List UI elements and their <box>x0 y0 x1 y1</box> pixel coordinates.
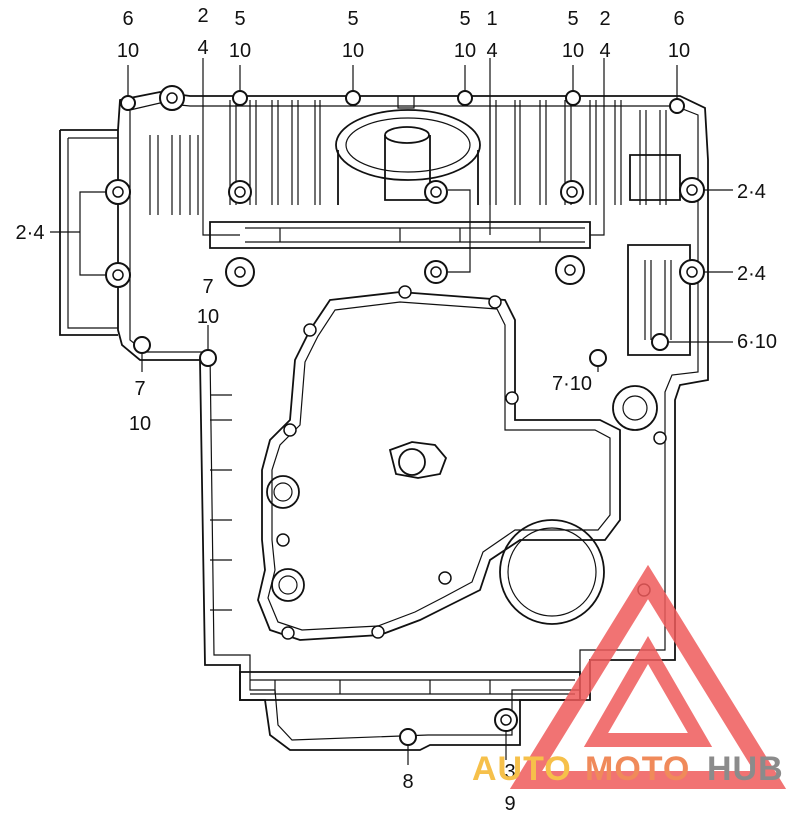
label-mid-7: 7 <box>202 276 213 298</box>
watermark: AUTO MOTO HUB <box>472 564 787 789</box>
oil-strainer <box>335 96 481 205</box>
label-top-5-c: 5 <box>459 8 470 30</box>
label-bottom-9: 9 <box>504 793 515 815</box>
right-boss <box>612 385 658 431</box>
watermark-text-auto: AUTO <box>472 750 572 788</box>
watermark-triangle-outer <box>509 564 787 789</box>
lower-rail <box>239 671 581 701</box>
left-lobes <box>210 394 305 611</box>
label-top-4-b: 4 <box>486 40 497 62</box>
center-boss <box>388 441 448 479</box>
label-top-10-d: 10 <box>562 40 584 62</box>
label-top-5-a: 5 <box>234 8 245 30</box>
bolts <box>105 85 705 746</box>
label-right-24-b: 2·4 <box>737 263 766 285</box>
leader-lines <box>50 58 733 765</box>
label-low-7: 7 <box>134 378 145 400</box>
label-mid-10: 10 <box>197 306 219 328</box>
crankcase-outline <box>59 91 709 751</box>
label-right-24-a: 2·4 <box>737 181 766 203</box>
label-bottom-8: 8 <box>402 771 413 793</box>
label-low-10: 10 <box>129 413 151 435</box>
upper-crossbar <box>209 221 591 249</box>
watermark-text-hub: HUB <box>707 750 784 788</box>
label-top-10-left: 10 <box>117 40 139 62</box>
label-top-6-right: 6 <box>673 8 684 30</box>
label-top-4-a: 4 <box>197 37 208 59</box>
label-bottom-3: 3 <box>504 761 515 783</box>
label-top-1: 1 <box>486 8 497 30</box>
label-left-24: 2·4 <box>16 222 45 244</box>
label-top-10-right: 10 <box>668 40 690 62</box>
label-top-6-left: 6 <box>122 8 133 30</box>
label-top-10-c: 10 <box>454 40 476 62</box>
label-top-10-b: 10 <box>342 40 364 62</box>
round-cover <box>499 519 605 625</box>
callout-labels: 6 10 2 4 5 10 5 10 5 10 1 4 5 10 2 4 6 1… <box>16 5 777 815</box>
main-gasket-outline <box>257 291 621 641</box>
label-top-4-c: 4 <box>599 40 610 62</box>
label-top-2-b: 2 <box>599 8 610 30</box>
label-top-10-a: 10 <box>229 40 251 62</box>
watermark-text-moto: MOTO <box>585 750 690 788</box>
upper-ribs <box>149 100 672 340</box>
watermark-triangle-inner <box>583 636 713 747</box>
label-inner-710: 7·10 <box>552 373 592 395</box>
label-top-5-d: 5 <box>567 8 578 30</box>
label-right-610: 6·10 <box>737 331 777 353</box>
label-top-2-a: 2 <box>197 5 208 27</box>
label-top-5-b: 5 <box>347 8 358 30</box>
